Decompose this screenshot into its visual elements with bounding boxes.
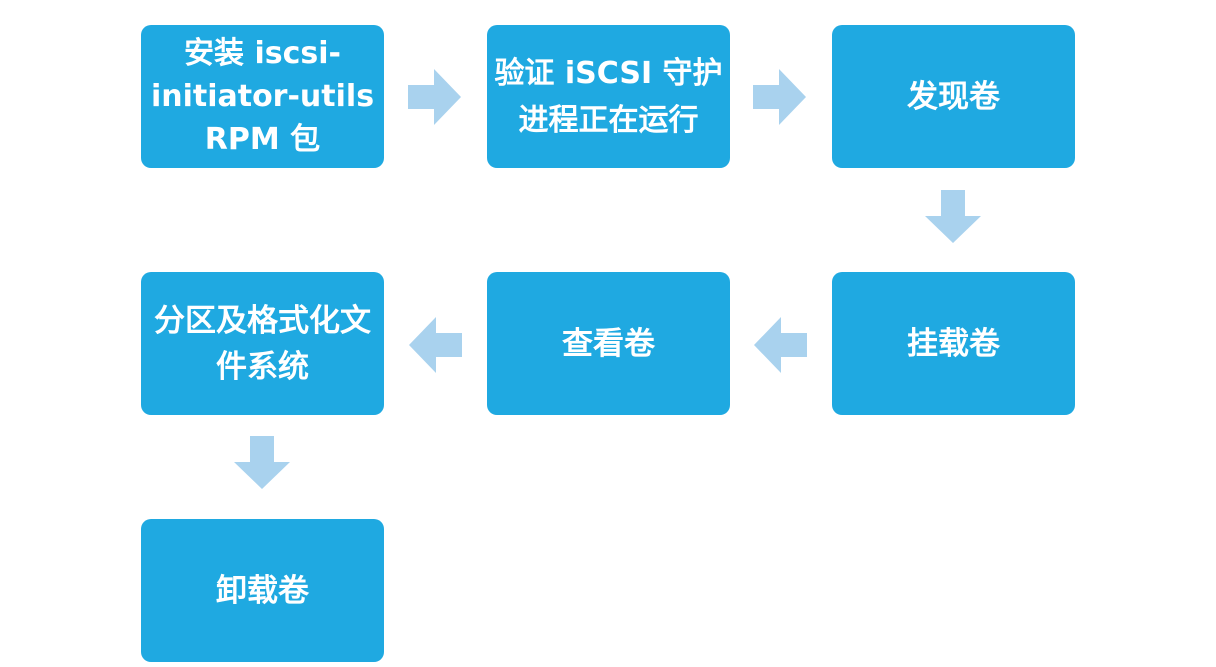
step-label: 挂载卷 [907, 325, 1000, 362]
step-label: 安装 iscsi-initiator-utils RPM 包 [150, 36, 375, 157]
step-label: 验证 iSCSI 守护进程正在运行 [494, 55, 723, 138]
arrow-down-icon [232, 433, 292, 493]
arrow-left-icon [750, 315, 810, 375]
step-install-rpm: 安装 iscsi-initiator-utils RPM 包 [141, 25, 384, 168]
arrow-down-icon [923, 187, 983, 247]
step-label: 发现卷 [907, 78, 1000, 115]
arrow-right-icon [405, 67, 465, 127]
step-view-volume: 查看卷 [487, 272, 730, 415]
step-partition-format: 分区及格式化文件系统 [141, 272, 384, 415]
step-verify-daemon: 验证 iSCSI 守护进程正在运行 [487, 25, 730, 168]
arrow-right-icon [750, 67, 810, 127]
step-label: 卸载卷 [216, 572, 309, 609]
step-discover-volume: 发现卷 [832, 25, 1075, 168]
step-label: 分区及格式化文件系统 [154, 302, 371, 385]
step-mount-volume: 挂载卷 [832, 272, 1075, 415]
step-unmount-volume: 卸载卷 [141, 519, 384, 662]
step-label: 查看卷 [562, 325, 655, 362]
arrow-left-icon [405, 315, 465, 375]
